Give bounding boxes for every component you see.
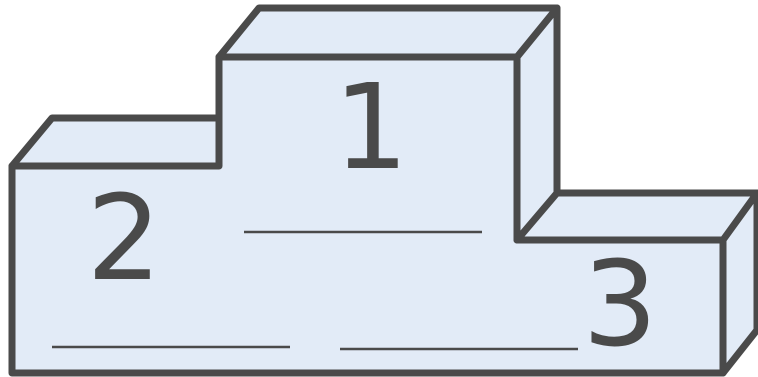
first-place-top-face xyxy=(219,8,557,57)
third-place-rank: 3 xyxy=(582,235,657,373)
second-place-rank: 2 xyxy=(86,169,161,307)
first-place-rank: 1 xyxy=(333,58,408,196)
